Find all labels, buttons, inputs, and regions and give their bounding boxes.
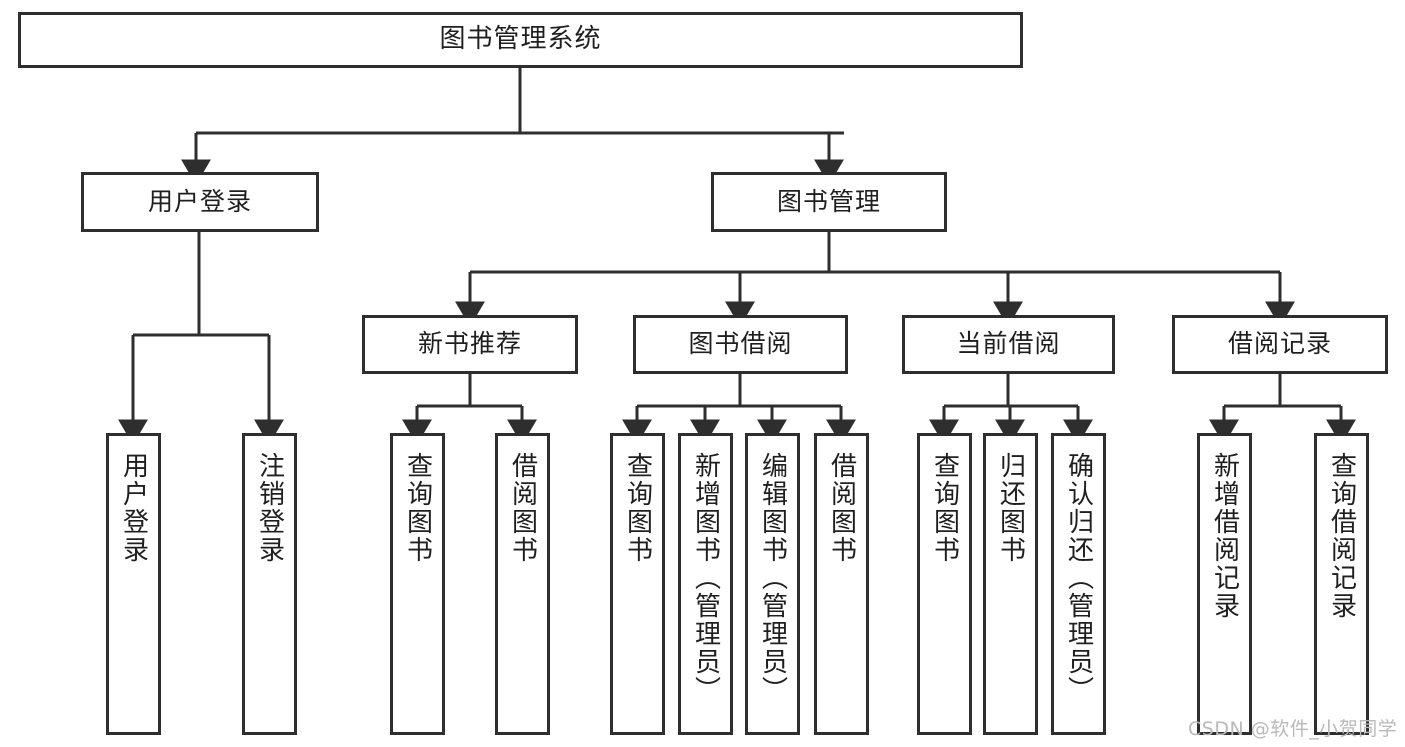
node-root[interactable]: 图书管理系统 [18,12,1023,68]
leaf-user-login-label: 用户登录 [118,452,149,564]
leaf-query-book-borrow-label: 查询图书 [622,452,653,564]
leaf-add-book[interactable]: 新增图书（管理员） [678,433,733,735]
node-user-login[interactable]: 用户登录 [81,172,319,232]
leaf-query-borrow-record-label: 查询借阅记录 [1326,452,1357,620]
node-current-borrow-label: 当前借阅 [956,329,1061,359]
node-book-manage-label: 图书管理 [776,186,881,216]
leaf-add-borrow-record[interactable]: 新增借阅记录 [1197,433,1252,735]
node-book-borrow[interactable]: 图书借阅 [633,315,848,374]
leaf-return-book-label: 归还图书 [995,452,1026,564]
node-root-label: 图书管理系统 [439,24,602,55]
leaf-user-login[interactable]: 用户登录 [106,433,161,735]
leaf-borrow-book-label: 借阅图书 [826,452,857,564]
leaf-borrow-book[interactable]: 借阅图书 [814,433,869,735]
leaf-edit-book-label: 编辑图书（管理员） [757,452,788,704]
leaf-query-book-current-label: 查询图书 [929,452,960,564]
leaf-borrow-book-recommend[interactable]: 借阅图书 [495,433,550,735]
leaf-confirm-return[interactable]: 确认归还（管理员） [1051,433,1106,735]
leaf-logout[interactable]: 注销登录 [242,433,297,735]
node-new-book-recommend-label: 新书推荐 [417,329,522,359]
node-borrow-record[interactable]: 借阅记录 [1172,315,1388,374]
leaf-query-borrow-record[interactable]: 查询借阅记录 [1314,433,1369,735]
leaf-query-book-recommend-label: 查询图书 [402,452,433,564]
leaf-borrow-book-recommend-label: 借阅图书 [507,452,538,564]
leaf-logout-label: 注销登录 [254,452,285,564]
node-user-login-label: 用户登录 [147,186,252,216]
leaf-return-book[interactable]: 归还图书 [983,433,1038,735]
node-book-manage[interactable]: 图书管理 [711,172,947,232]
leaf-query-book-borrow[interactable]: 查询图书 [610,433,665,735]
leaf-query-book-current[interactable]: 查询图书 [917,433,972,735]
csdn-watermark: CSDN @软件_小贺同学 [1188,718,1398,740]
leaf-edit-book[interactable]: 编辑图书（管理员） [745,433,800,735]
leaf-query-book-recommend[interactable]: 查询图书 [390,433,445,735]
leaf-add-book-label: 新增图书（管理员） [690,452,721,704]
node-current-borrow[interactable]: 当前借阅 [902,315,1115,374]
node-book-borrow-label: 图书借阅 [688,329,793,359]
leaf-add-borrow-record-label: 新增借阅记录 [1209,452,1240,620]
node-new-book-recommend[interactable]: 新书推荐 [362,315,578,374]
leaf-confirm-return-label: 确认归还（管理员） [1063,452,1094,704]
node-borrow-record-label: 借阅记录 [1227,329,1332,359]
